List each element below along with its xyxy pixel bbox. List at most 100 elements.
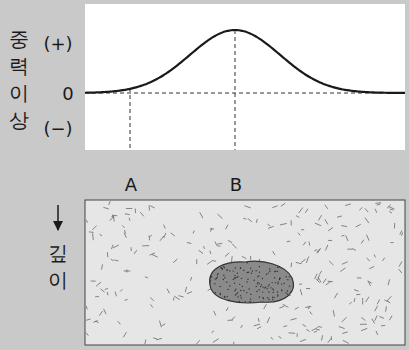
texture-dot [270,257,271,258]
texture-mark [291,220,292,225]
texture-dot [210,293,211,294]
texture-dot [273,292,274,293]
texture-mark [368,281,372,283]
texture-mark [300,339,306,341]
texture-dot [273,297,274,298]
texture-mark [400,230,402,234]
texture-mark [354,298,356,302]
texture-mark [312,327,318,330]
axis-tick: 0 [62,85,73,103]
texture-mark [365,218,369,224]
texture-mark [306,288,310,289]
texture-mark [367,235,370,241]
texture-mark [140,212,144,216]
texture-dot [233,279,234,280]
texture-mark [331,336,332,340]
texture-dot [214,300,215,301]
texture-mark [333,310,334,316]
texture-mark [215,242,217,246]
texture-mark [179,296,184,297]
texture-dot [212,291,213,292]
texture-mark [115,292,116,297]
texture-mark [92,226,96,230]
texture-dot [269,271,270,272]
texture-dot [259,296,260,297]
texture-mark [299,208,303,214]
texture-mark [389,207,395,210]
texture-dot [290,304,291,305]
texture-dot [277,303,278,304]
texture-mark [258,318,260,322]
texture-mark [227,320,233,321]
texture-mark [142,245,149,246]
texture-mark [296,216,299,218]
texture-dot [271,282,272,283]
texture-mark [301,259,305,262]
texture-mark [228,240,232,242]
texture-dot [210,280,211,281]
texture-mark [125,213,130,215]
texture-dot [294,267,295,268]
texture-dot [217,277,218,278]
texture-mark [280,223,287,225]
texture-dot [226,269,227,270]
texture-mark [287,241,291,243]
texture-mark [185,287,186,292]
texture-dot [224,267,225,268]
texture-dot [212,258,213,259]
texture-dot [235,289,236,290]
texture-dot [246,281,247,282]
texture-dot [285,263,286,264]
texture-dot [293,304,294,305]
texture-mark [86,306,87,310]
texture-dot [241,278,242,279]
texture-dot [250,260,251,261]
texture-dot [286,276,287,277]
texture-mark [187,242,191,243]
texture-mark [367,258,370,261]
texture-mark [114,260,118,261]
texture-dot [233,270,234,271]
texture-mark [264,304,267,309]
texture-dot [266,288,267,289]
texture-mark [109,201,110,205]
texture-mark [361,317,365,320]
texture-dot [239,284,240,285]
texture-mark [248,218,252,221]
texture-mark [356,294,360,295]
texture-dot [295,305,296,306]
texture-dot [277,271,278,272]
texture-mark [207,261,212,265]
texture-dot [235,294,236,295]
texture-mark [174,296,180,300]
texture-mark [377,299,379,304]
texture-dot [220,267,221,268]
texture-mark [374,255,375,258]
texture-mark [361,328,367,330]
texture-dot [240,290,241,291]
texture-mark [325,205,328,209]
texture-dot [293,277,294,278]
depth-label: 깊이 [48,240,68,294]
texture-dot [223,275,224,276]
texture-mark [131,247,132,251]
texture-mark [171,233,175,236]
texture-mark [212,260,216,262]
texture-mark [126,208,132,209]
texture-dot [215,292,216,293]
texture-dot [270,287,271,288]
texture-mark [254,324,260,326]
texture-dot [214,263,215,264]
texture-dot [280,300,281,301]
texture-mark [272,206,277,208]
texture-mark [195,340,200,344]
texture-mark [283,304,289,307]
texture-dot [250,293,251,294]
texture-dot [208,286,209,287]
texture-mark [328,228,333,231]
texture-dot [253,302,254,303]
texture-mark [124,233,126,238]
texture-dot [258,275,259,276]
texture-dot [209,266,210,267]
texture-mark [337,216,342,217]
